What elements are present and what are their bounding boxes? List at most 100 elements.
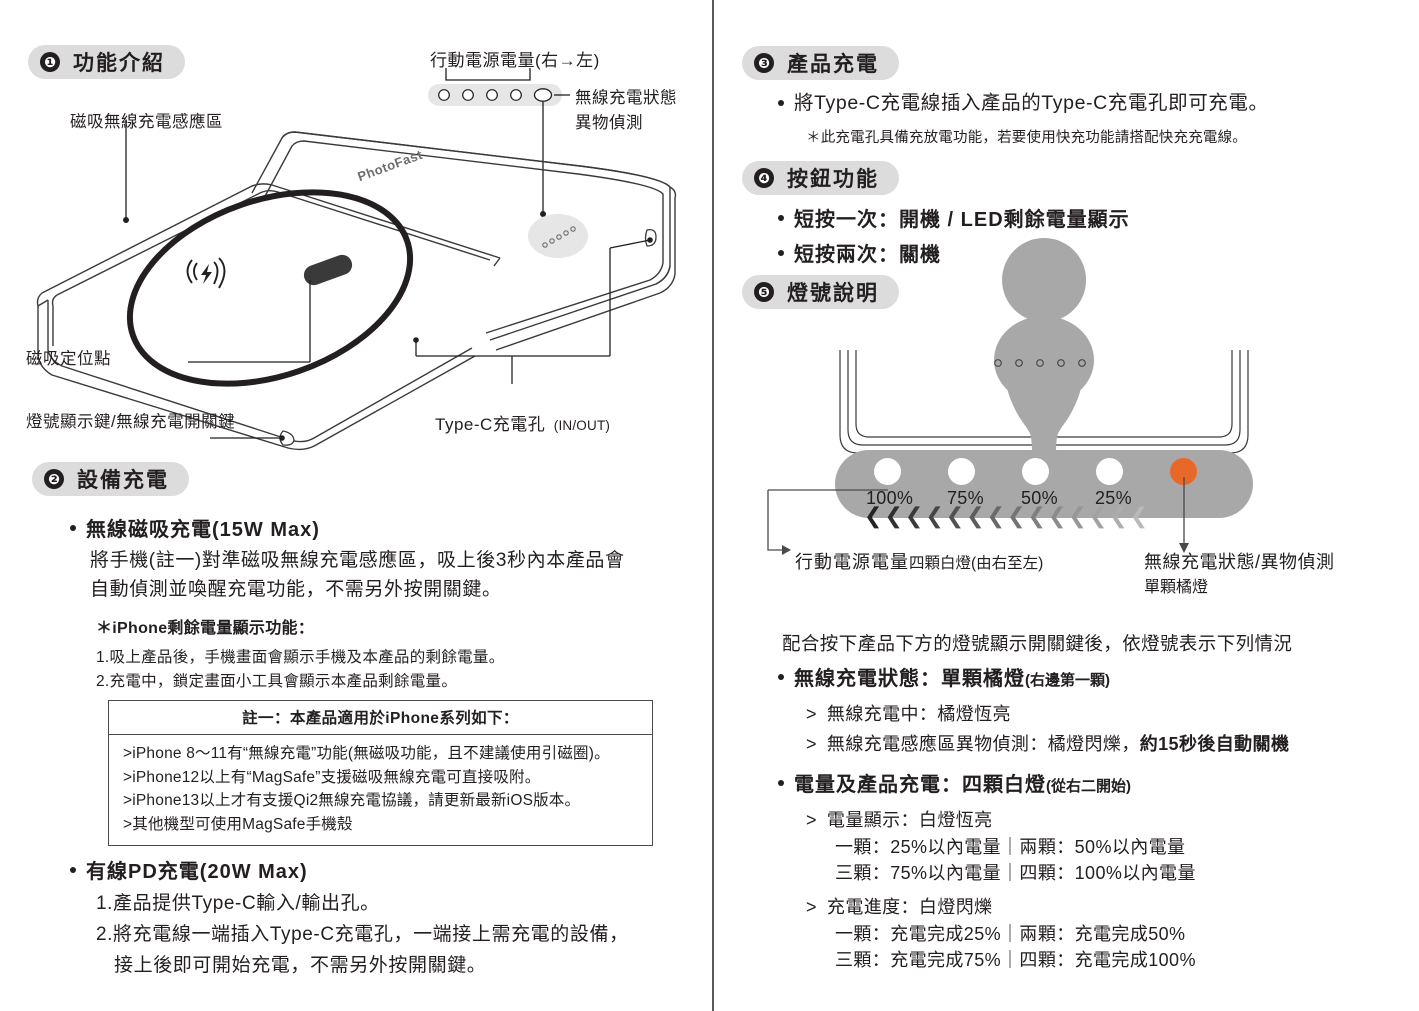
chevron-left-icon: ❮ [904,504,924,529]
callout-magnetic-point-label: 磁吸定位點 [26,350,111,368]
bullet-dot [778,215,784,221]
table-row: >iPhone12以上有“MagSafe”支援磁吸無線充電可直接吸附。 [123,768,541,786]
led-diagram-leaders [767,477,1189,555]
column-divider [712,0,714,1011]
battery-display-line-2: 三顆：75%以內電量｜四顆：100%以內電量 [835,863,1196,883]
led-right-callout-line1: 無線充電狀態/異物偵測 [1144,552,1335,572]
product-illustration [36,120,677,451]
section-1-title: 功能介紹 [73,51,165,75]
wired-pd-line-3: 接上後即可開始充電，不需另外按開關鍵。 [114,955,487,976]
wireless-status-item-1: >無線充電中：橘燈恆亮 [806,700,1011,726]
wireless-status-item-2: >無線充電感應區異物偵測：橘燈閃爍，約15秒後自動關機 [806,730,1289,756]
wireless-charging-heading: 無線磁吸充電(15W Max) [86,519,320,541]
chevron-left-icon: ❮ [1007,504,1026,529]
wireless-status-heading-strong: 無線充電狀態：單顆橘燈 [794,668,1025,690]
section-5-badge: ❺ 燈號說明 [742,275,899,309]
led-dot-100 [874,458,901,485]
wired-pd-line-1: 1.產品提供Type-C輸入/輸出孔。 [96,893,380,914]
list-prefix: > [806,897,817,917]
bullet-dot [778,780,784,786]
section-1-number: ❶ [40,51,60,72]
chevron-left-icon: ❮ [1047,504,1067,529]
chevron-left-icon: ❮ [945,504,965,529]
chevron-left-icon: ❮ [1068,504,1087,529]
section-4-title: 按鈕功能 [787,167,879,191]
led-dot-50 [1022,458,1049,485]
section-1-badge: ❶ 功能介紹 [28,45,185,79]
product-charging-note: ＊此充電孔具備充放電功能，若要使用快充功能請搭配快充充電線。 [806,130,1247,146]
table-row: >iPhone 8～11有“無線充電”功能(無磁吸功能，且不建議使用引磁圈)。 [123,745,610,762]
product-charging-bullet: 將Type-C充電線插入產品的Type-C充電孔即可充電。 [778,88,1269,118]
section-5-title: 燈號說明 [787,281,879,305]
battery-charging-heading-small: (從右二開始) [1046,778,1131,795]
led-status-diagram [835,238,1253,518]
callout-typec-text: Type-C充電孔 [435,415,546,434]
list-prefix: > [806,810,817,830]
chevron-left-icon: ❮ [1088,504,1108,529]
iphone-compat-table-body: >iPhone 8～11有“無線充電”功能(無磁吸功能，且不建議使用引磁圈)。 … [109,735,652,845]
bullet-dot [70,867,76,873]
led-right-callout-line2: 單顆橘燈 [1144,579,1209,596]
battery-charging-heading-strong: 電量及產品充電：四顆白燈 [794,774,1046,796]
iphone-battery-note-1: 1.吸上產品後，手機畫面會顯示手機及本產品的剩餘電量。 [96,649,505,666]
led-left-callout-sub: 四顆白燈(由右至左) [909,555,1044,572]
led-label-25: 25% [1095,488,1132,508]
iphone-compat-table-header: 註一：本產品適用於iPhone系列如下： [109,701,652,735]
wireless-charging-block: 無線磁吸充電(15W Max) [70,513,320,542]
callout-wireless-status-line2: 異物偵測 [575,114,643,132]
wireless-charging-body-line1: 將手機(註一)對準磁吸無線充電感應區，吸上後3秒內本產品會 [90,550,625,571]
button-function-bullet-2-text: 短按兩次：關機 [794,244,941,266]
led-callout-illustration [428,68,570,217]
list-prefix: > [806,734,817,754]
battery-display-line-1: 一顆：25%以內電量｜兩顆：50%以內電量 [835,837,1186,857]
charging-progress-item: > 充電進度：白燈閃爍 [806,893,993,919]
chevron-left-icon: ❮ [1109,504,1128,529]
led-label-75: 75% [947,488,984,508]
iphone-compat-table: 註一：本產品適用於iPhone系列如下： >iPhone 8～11有“無線充電”… [108,700,653,847]
table-row: >iPhone13以上才有支援Qi2無線充電協議，請更新最新iOS版本。 [123,792,581,810]
chevron-left-icon: ❮ [1027,504,1046,529]
direction-chevrons: ❮❮❮❮❮❮❮❮❮❮❮❮❮❮ [864,506,1148,528]
callout-magnetic-zone-label: 磁吸無線充電感應區 [70,113,223,131]
section-3-title: 產品充電 [787,52,879,76]
bullet-dot [778,674,784,680]
section-3-badge: ❸ 產品充電 [742,46,899,80]
led-label-100: 100% [866,488,914,508]
callout-typec-suffix: (IN/OUT) [553,418,611,433]
wireless-status-item-2-text: 無線充電感應區異物偵測：橘燈閃爍， [826,734,1140,754]
wireless-charging-body-line2: 自動偵測並喚醒充電功能，不需另外按開關鍵。 [90,579,502,600]
wireless-status-item-1-text: 無線充電中：橘燈恆亮 [826,704,1011,724]
battery-display-item: > 電量顯示：白燈恆亮 [806,806,993,832]
chevron-left-icon: ❮ [884,504,903,529]
led-label-50: 50% [1021,488,1058,508]
button-function-bullet-2: 短按兩次：關機 [778,238,941,267]
section-2-badge: ❷ 設備充電 [32,462,189,496]
led-dot-25 [1096,458,1123,485]
callout-wireless-status-line1: 無線充電狀態 [575,89,677,107]
led-dots-layer: 100% 75% 50% 25% [790,310,1290,540]
led-explanation-intro: 配合按下產品下方的燈號顯示開關鍵後，依燈號表示下列情況 [782,633,1293,654]
chevron-left-icon: ❮ [925,504,944,529]
iphone-battery-note-title: ＊iPhone剩餘電量顯示功能： [96,620,315,637]
battery-charging-group-heading: 電量及產品充電：四顆白燈(從右二開始) [778,768,1131,797]
wireless-status-heading-small: (右邊第一顆) [1025,672,1110,689]
chevron-left-icon: ❮ [966,504,985,529]
charging-progress-item-title: 充電進度：白燈閃爍 [826,897,993,917]
wireless-status-group-heading: 無線充電狀態：單顆橘燈(右邊第一顆) [778,662,1110,691]
battery-display-item-title: 電量顯示：白燈恆亮 [826,810,993,830]
wired-pd-line-2: 2.將充電線一端插入Type-C充電孔，一端接上需充電的設備， [96,924,629,945]
bullet-dot [778,100,784,106]
callout-battery-leds-label: 行動電源電量(右→左) [430,51,600,70]
led-left-callout-main: 行動電源電量 [795,552,909,572]
bullet-dot [778,250,784,256]
bullet-dot [70,525,76,531]
section-2-title: 設備充電 [77,468,169,492]
button-function-bullet-1: 短按一次：開機 / LED剩餘電量顯示 [778,203,1130,232]
wired-pd-block: 有線PD充電(20W Max) [70,855,308,884]
charging-progress-line-1: 一顆：充電完成25%｜兩顆：充電完成50% [835,924,1186,944]
chevron-left-icon: ❮ [986,504,1006,529]
section-2-number: ❷ [44,468,64,489]
section-4-badge: ❹ 按鈕功能 [742,161,899,195]
wired-pd-heading: 有線PD充電(20W Max) [86,861,308,883]
